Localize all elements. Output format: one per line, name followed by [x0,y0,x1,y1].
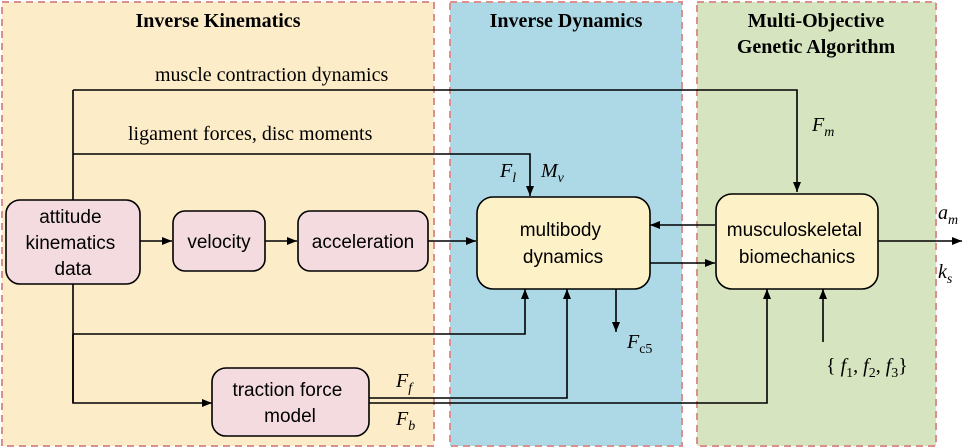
node-velocity-label: velocity [187,232,251,253]
node-musculo-text: musculoskeletal biomechanics [727,220,867,268]
node-attitude-line2: kinematics [25,233,115,254]
node-multibody-text: multibody dynamics [520,220,607,268]
node-acceleration [297,210,429,272]
panel-title-moga-line2: Genetic Algorithm [737,36,896,58]
node-attitude-kinematics-text: attitude kinematics data [25,207,120,280]
symbol-fb: Fb [395,408,415,434]
panel-title-moga-line1: Multi-Objective [748,10,885,32]
node-attitude-kinematics [5,199,141,285]
node-musculo-line2: biomechanics [739,247,855,268]
node-multibody-line2: dynamics [523,247,603,268]
node-multibody-dynamics [476,196,651,290]
panel-title-inverse-kinematics: Inverse Kinematics [136,10,301,32]
edge-spine-traction [72,334,212,407]
edge-ff-multibody [369,289,571,399]
symbol-fc5: Fc5 [626,331,652,357]
node-traction-text: traction force model [232,380,347,427]
node-attitude-line3: data [55,259,92,280]
edge-ligament [73,153,534,196]
edge-muscle-contraction [73,89,801,192]
symbol-am: am [938,202,958,228]
panel-title-inverse-dynamics: Inverse Dynamics [490,10,643,32]
edge-fb-musculo [369,289,771,404]
node-musculo-line1: musculoskeletal [727,220,862,241]
edge-spine-multibody [73,289,529,335]
node-traction-line1: traction force [232,380,342,401]
label-ligament-forces: ligament forces, disc moments [128,123,373,145]
node-acceleration-label: acceleration [312,232,414,253]
node-musculoskeletal-biomechanics [715,193,879,290]
node-traction-force-model [211,367,370,437]
symbol-ks: ks [938,261,953,287]
node-traction-line2: model [264,406,316,427]
symbol-fl: Fl [499,160,516,186]
label-muscle-contraction: muscle contraction dynamics [155,64,388,86]
symbol-mv: Mv [540,160,565,186]
node-attitude-line1: attitude [39,207,101,228]
symbol-ff: Ff [395,370,414,396]
symbol-fm: Fm [811,114,834,140]
symbol-f-set: { f1, f2, f3} [826,355,908,381]
node-multibody-line1: multibody [520,220,602,241]
node-velocity [172,210,266,272]
